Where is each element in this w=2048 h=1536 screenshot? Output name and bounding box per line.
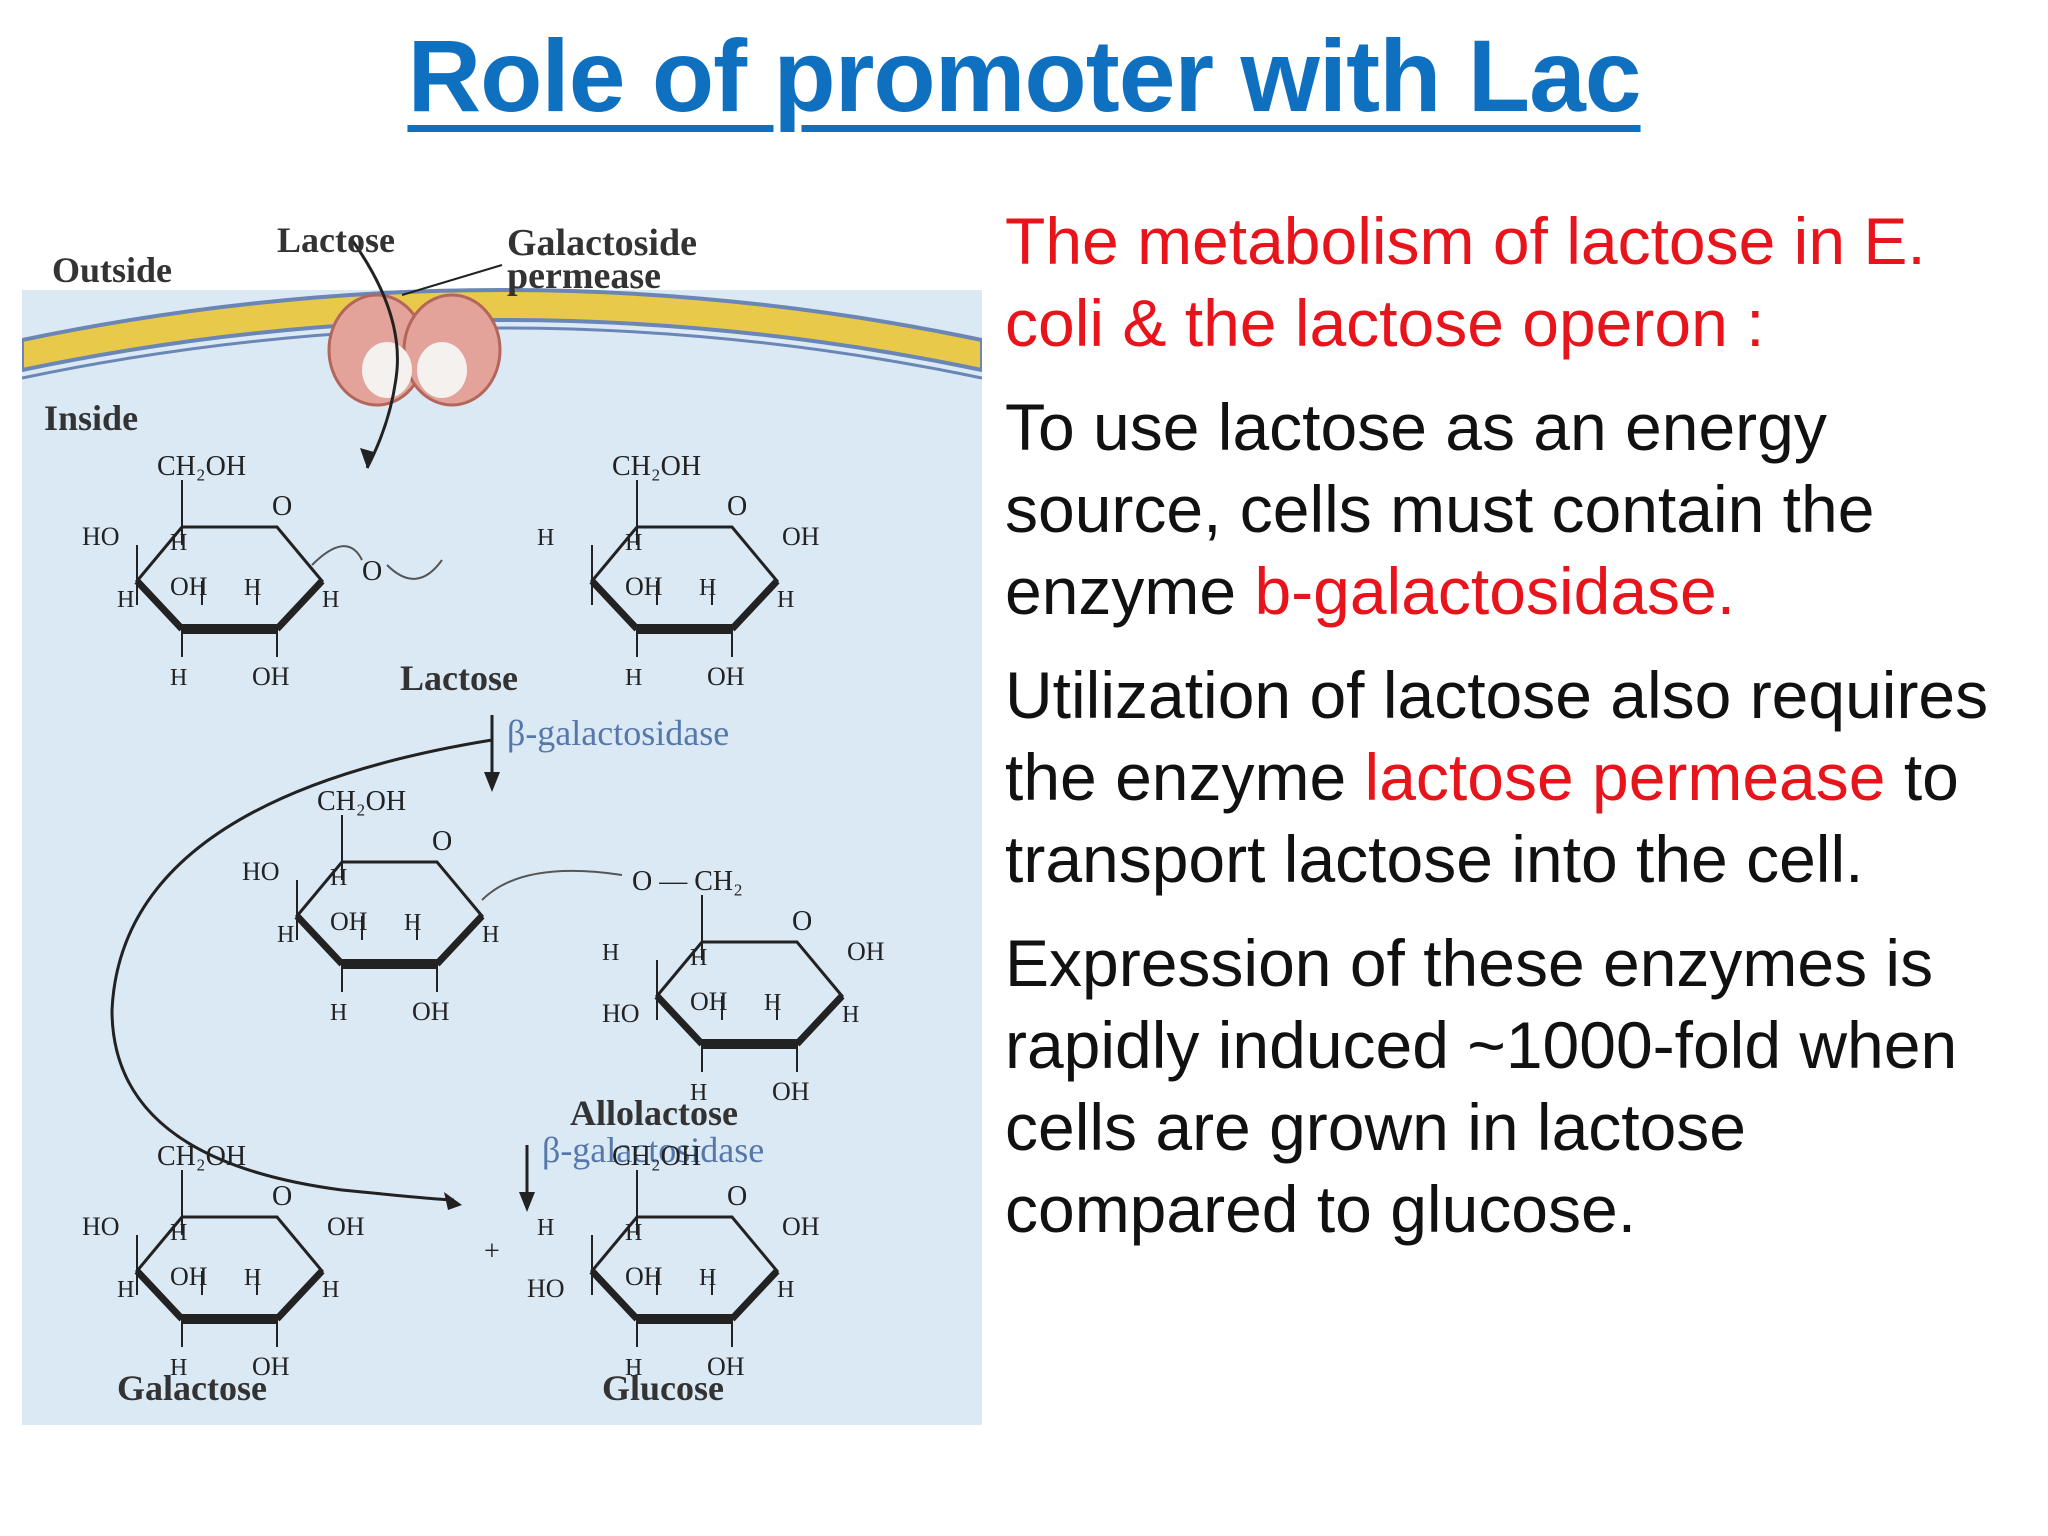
svg-text:OH: OH (707, 1352, 745, 1381)
svg-text:OH: OH (847, 937, 885, 966)
svg-text:H: H (117, 587, 134, 613)
svg-text:H: H (625, 665, 642, 691)
slide-title: Role of promoter with Lac (407, 19, 1641, 133)
svg-text:H: H (170, 1355, 187, 1381)
allolactose-linker: O — CH₂ (632, 866, 743, 897)
beta-galactosidase-label-2: β-galactosidase (542, 1130, 764, 1170)
paragraph-permease: Utilization of lactose also requires the… (1005, 654, 2015, 900)
svg-text:H: H (330, 1000, 347, 1026)
svg-text:H: H (170, 1220, 187, 1246)
svg-text:CH₂OH: CH₂OH (157, 1141, 246, 1172)
svg-text:H: H (764, 990, 781, 1016)
galactose-ring: CH₂OH O HO H OH OH H H H H OH (82, 1141, 365, 1381)
svg-text:OH: OH (252, 662, 290, 691)
glucose-ring: CH₂OH O H H OH OH H HO H H OH (527, 1141, 820, 1381)
allolactose-ring-left: CH₂OH O HO H OH H H H H OH (242, 786, 499, 1026)
svg-text:H: H (482, 922, 499, 948)
lactose-ring-right: CH₂OH O H H OH OH H H H OH (537, 451, 820, 691)
svg-text:O: O (272, 1181, 292, 1212)
paragraph-expression: Expression of these enzymes is rapidly i… (1005, 926, 1958, 1246)
svg-text:H: H (777, 1277, 794, 1303)
svg-text:OH: OH (782, 522, 820, 551)
svg-text:H: H (244, 575, 261, 601)
inside-label: Inside (44, 398, 138, 438)
svg-text:HO: HO (82, 522, 120, 551)
svg-text:OH: OH (772, 1077, 810, 1106)
svg-text:OH: OH (412, 997, 450, 1026)
outside-label: Outside (52, 250, 172, 290)
svg-text:O: O (727, 491, 747, 522)
lactose-top-label: Lactose (277, 220, 395, 260)
lactose-label: Lactose (400, 658, 518, 698)
svg-text:H: H (330, 865, 347, 891)
para1-text: To use lactose as an energy source, cell… (1005, 390, 1875, 628)
paragraph-beta-galactosidase: To use lactose as an energy source, cell… (1005, 386, 2015, 632)
svg-text:H: H (537, 525, 554, 551)
svg-text:HO: HO (242, 857, 280, 886)
svg-text:O: O (727, 1181, 747, 1212)
svg-text:H: H (322, 1277, 339, 1303)
svg-text:OH: OH (252, 1352, 290, 1381)
svg-text:H: H (625, 530, 642, 556)
explanation-text: The metabolism of lactose in E. coli & t… (1005, 200, 2015, 1272)
svg-text:H: H (117, 1277, 134, 1303)
svg-text:OH: OH (707, 662, 745, 691)
svg-text:OH: OH (782, 1212, 820, 1241)
svg-text:H: H (170, 665, 187, 691)
transport-arrow (350, 239, 399, 469)
allolactose-label: Allolactose (570, 1093, 738, 1133)
glucose-label: Glucose (602, 1368, 724, 1408)
svg-text:HO: HO (527, 1274, 565, 1303)
para2-text-a: Utilization of lactose also requires the… (1005, 658, 1989, 814)
lactose-ring-left: CH₂OH O HO H OH H H H H OH (82, 451, 339, 691)
svg-text:H: H (625, 1355, 642, 1381)
plus-sign: + (484, 1236, 500, 1267)
direct-hydrolysis-arrow (110, 738, 493, 1202)
permease-label-line2: permease (507, 255, 661, 297)
svg-text:H: H (322, 587, 339, 613)
svg-text:H: H (170, 530, 187, 556)
svg-text:CH₂OH: CH₂OH (157, 451, 246, 482)
svg-text:O: O (792, 906, 812, 937)
svg-text:H: H (244, 1265, 261, 1291)
svg-text:OH: OH (625, 572, 663, 601)
svg-text:OH: OH (327, 1212, 365, 1241)
allolactose-ring-right: O H H OH OH H HO H H OH (602, 895, 885, 1106)
svg-text:H: H (602, 940, 619, 966)
svg-text:H: H (277, 922, 294, 948)
svg-text:HO: HO (602, 999, 640, 1028)
para2-text-b: to transport lactose into the cell. (1005, 740, 1959, 896)
svg-text:H: H (690, 1080, 707, 1106)
cell-membrane (22, 288, 982, 373)
svg-text:O: O (272, 491, 292, 522)
svg-text:OH: OH (330, 907, 368, 936)
svg-text:H: H (690, 945, 707, 971)
svg-text:O: O (432, 826, 452, 857)
svg-text:H: H (842, 1002, 859, 1028)
svg-text:CH₂OH: CH₂OH (317, 786, 406, 817)
para1-highlight: b-galactosidase. (1254, 554, 1736, 628)
svg-text:CH₂OH: CH₂OH (612, 1141, 701, 1172)
svg-text:H: H (699, 1265, 716, 1291)
permease-protein (327, 293, 502, 407)
para2-highlight: lactose permease (1364, 740, 1886, 814)
lactose-metabolism-figure: Outside Lactose Galactoside permease Ins… (22, 200, 982, 1425)
svg-text:H: H (625, 1220, 642, 1246)
svg-text:H: H (777, 587, 794, 613)
glycosidic-oxygen: O (362, 556, 382, 587)
svg-text:H: H (404, 910, 421, 936)
galactose-label: Galactose (117, 1368, 267, 1408)
svg-text:H: H (537, 1215, 554, 1241)
svg-text:HO: HO (82, 1212, 120, 1241)
svg-text:OH: OH (170, 1262, 208, 1291)
svg-text:OH: OH (625, 1262, 663, 1291)
svg-text:CH₂OH: CH₂OH (612, 451, 701, 482)
heading-red: The metabolism of lactose in E. coli & t… (1005, 204, 1926, 360)
beta-galactosidase-label-1: β-galactosidase (507, 713, 729, 753)
svg-text:H: H (699, 575, 716, 601)
permease-label-line1: Galactoside (507, 222, 697, 264)
svg-text:OH: OH (690, 987, 728, 1016)
svg-text:OH: OH (170, 572, 208, 601)
